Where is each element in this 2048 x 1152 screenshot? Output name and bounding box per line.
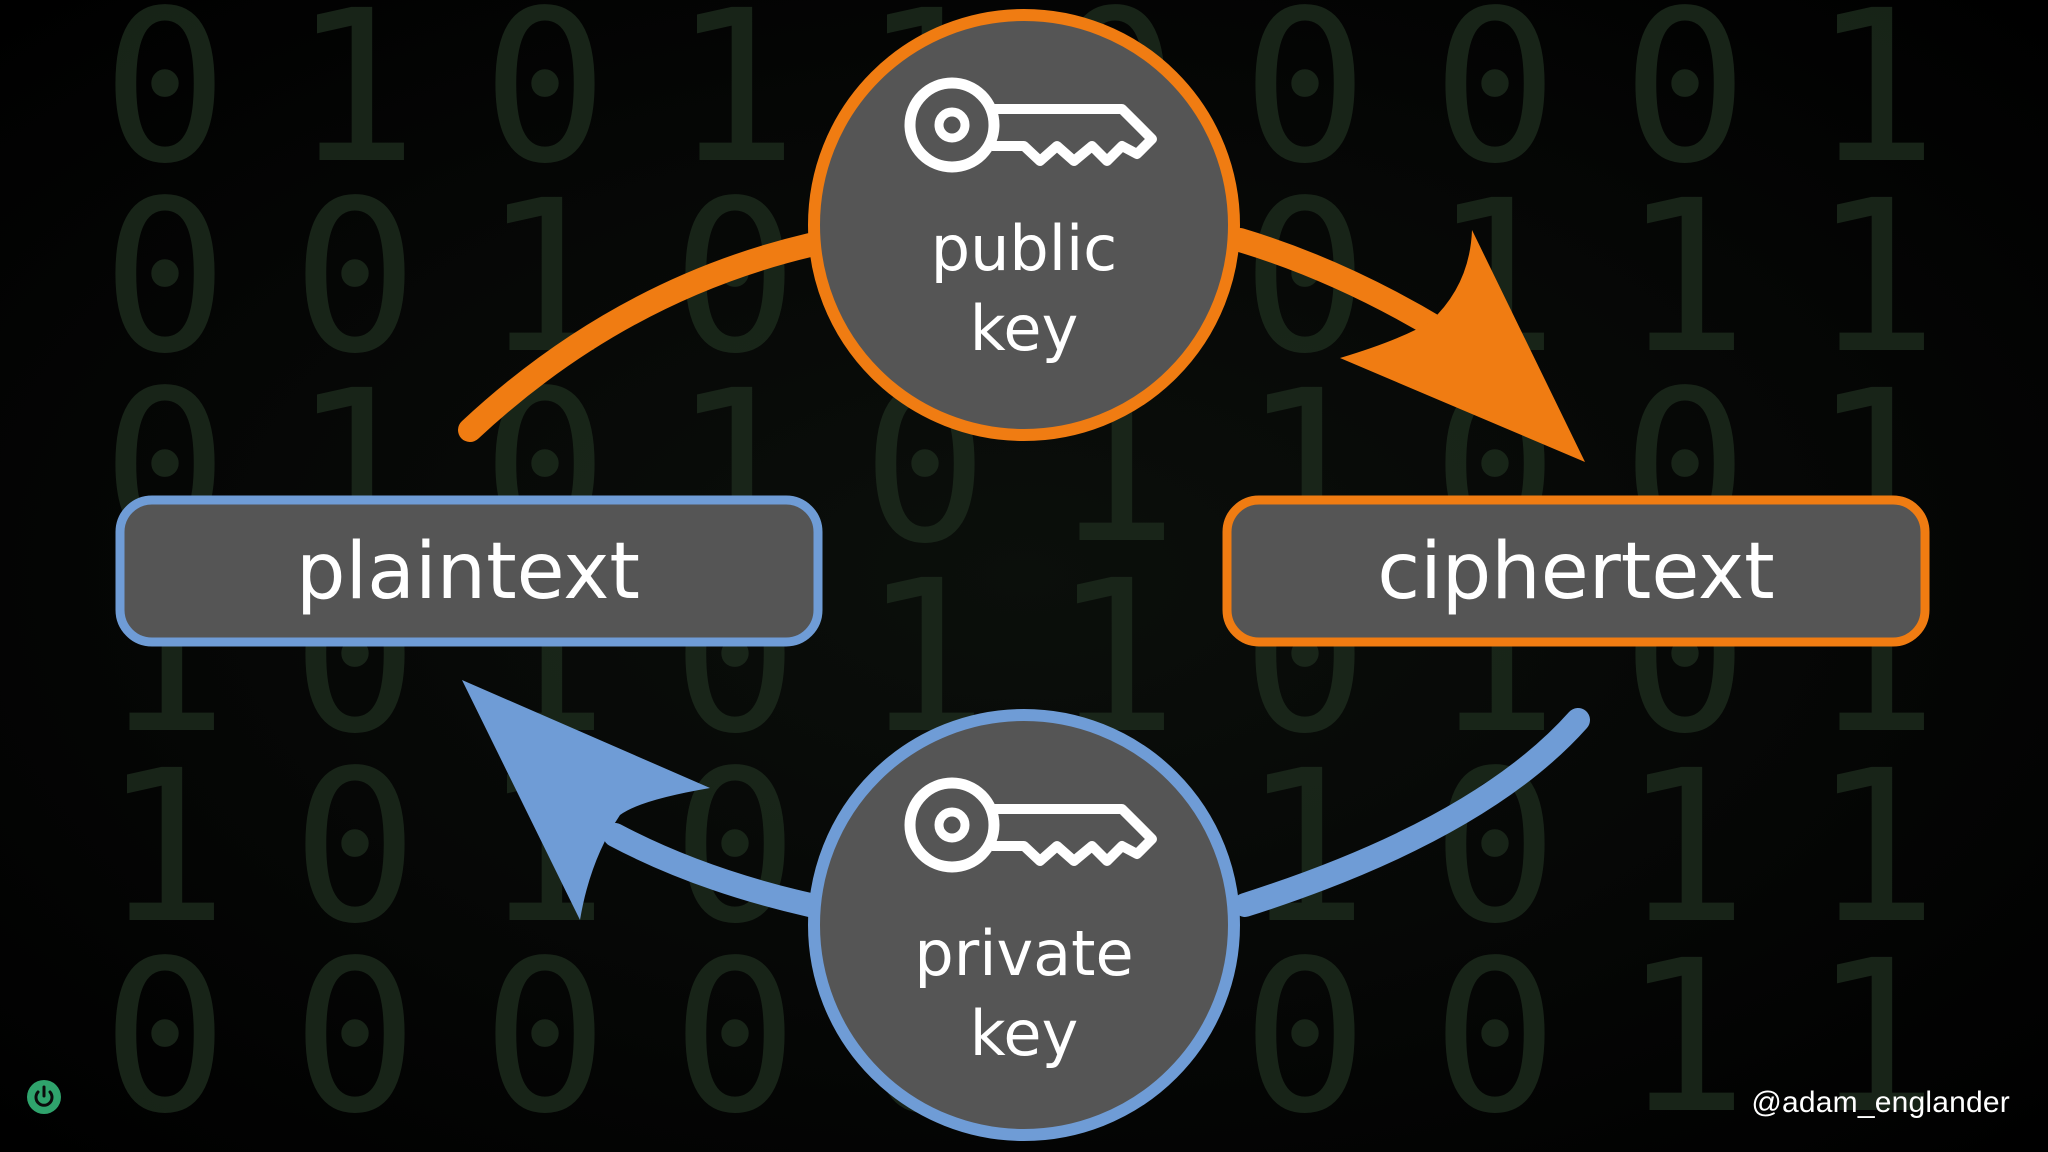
binary-digit: 0 bbox=[672, 915, 798, 1152]
binary-digit: 0 bbox=[1242, 915, 1368, 1152]
binary-digit: 1 bbox=[1812, 155, 1938, 400]
plaintext-label: plaintext bbox=[296, 527, 640, 617]
binary-digit: 1 bbox=[672, 0, 798, 210]
binary-digit: 1 bbox=[1622, 155, 1748, 400]
binary-digit: 0 bbox=[102, 915, 228, 1152]
binary-digit: 0 bbox=[482, 0, 608, 210]
binary-digit: 0 bbox=[292, 155, 418, 400]
binary-digit: 0 bbox=[482, 915, 608, 1152]
public-key-node: public key bbox=[808, 9, 1240, 441]
binary-digit: 0 bbox=[102, 0, 228, 210]
binary-digit: 0 bbox=[1432, 0, 1558, 210]
private-key-label-line2: key bbox=[970, 997, 1079, 1070]
binary-digit: 0 bbox=[292, 915, 418, 1152]
binary-digit: 0 bbox=[1432, 915, 1558, 1152]
private-key-label-line1: private bbox=[914, 917, 1133, 990]
public-key-label-line1: public bbox=[931, 212, 1118, 285]
binary-digit: 1 bbox=[292, 0, 418, 210]
decrypt-arrow bbox=[462, 680, 1590, 920]
ciphertext-node: ciphertext bbox=[1222, 495, 1930, 647]
binary-digit: 1 bbox=[1622, 915, 1748, 1152]
binary-digit: 1 bbox=[102, 725, 228, 970]
plaintext-node: plaintext bbox=[115, 495, 823, 647]
binary-digit: 1 bbox=[1622, 725, 1748, 970]
binary-digit: 0 bbox=[672, 725, 798, 970]
private-key-node: private key bbox=[808, 709, 1240, 1141]
encrypt-arrow bbox=[458, 228, 1585, 462]
public-key-label-line2: key bbox=[970, 292, 1079, 365]
binary-digit: 1 bbox=[1812, 0, 1938, 210]
binary-digit: 0 bbox=[1242, 0, 1368, 210]
binary-digit: 1 bbox=[1242, 725, 1368, 970]
binary-digit: 0 bbox=[102, 155, 228, 400]
author-handle: @adam_englander bbox=[1751, 1086, 2010, 1119]
binary-digit: 1 bbox=[1812, 915, 1938, 1152]
ciphertext-label: ciphertext bbox=[1377, 527, 1775, 617]
binary-digit: 0 bbox=[292, 725, 418, 970]
binary-digit: 1 bbox=[1812, 725, 1938, 970]
binary-digit: 0 bbox=[1622, 0, 1748, 210]
power-icon bbox=[27, 1080, 61, 1114]
